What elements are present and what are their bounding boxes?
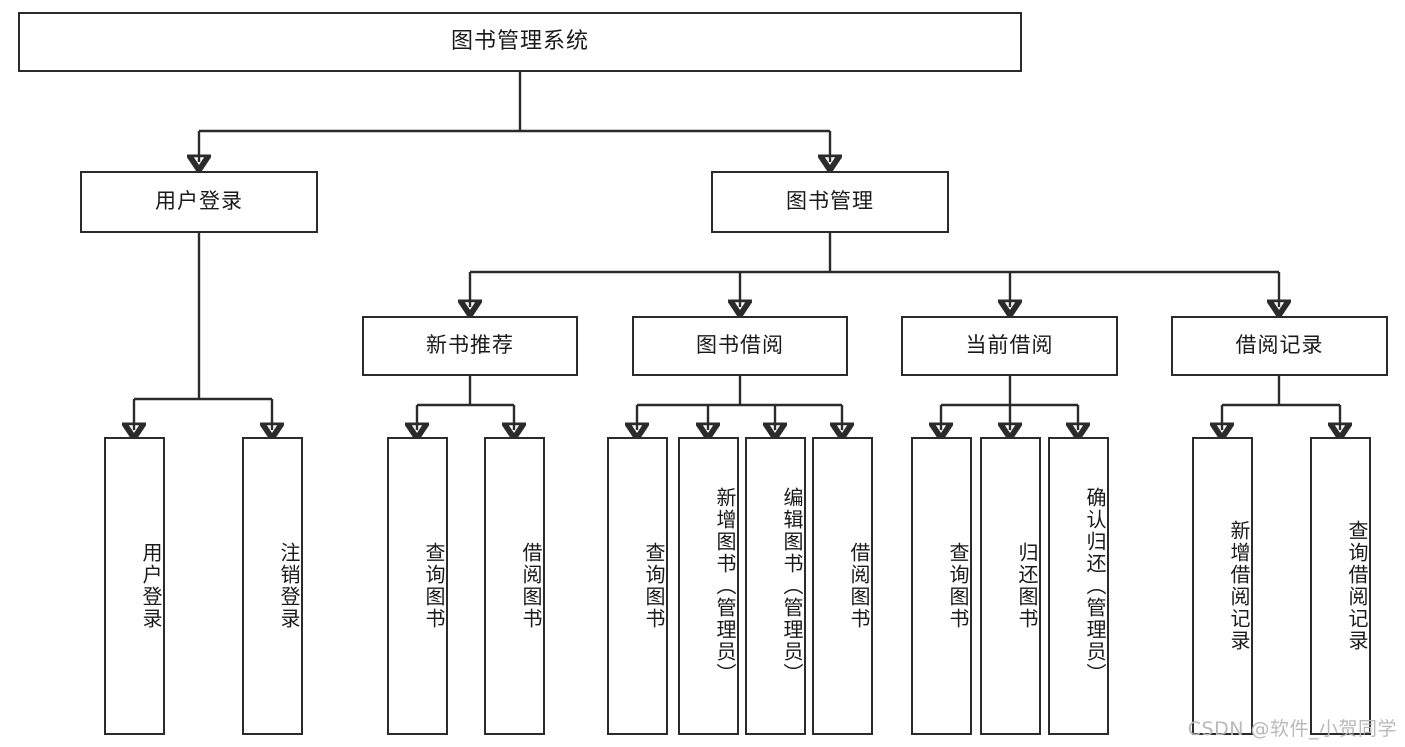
leaf-current-borrow-query[interactable]: 查询图书 (911, 437, 972, 735)
node-label: 图书借阅 (696, 333, 784, 358)
leaf-book-borrow-add[interactable]: 新增图书（管理员） (678, 437, 739, 735)
leaf-book-borrow-query[interactable]: 查询图书 (607, 437, 668, 735)
node-label: 查询图书 (946, 542, 970, 630)
node-label: 编辑图书（管理员） (780, 487, 804, 685)
leaf-book-borrow-edit[interactable]: 编辑图书（管理员） (745, 437, 806, 735)
node-label: 图书管理 (786, 189, 874, 214)
leaf-current-borrow-confirm-return[interactable]: 确认归还（管理员） (1048, 437, 1109, 735)
leaf-new-book-query[interactable]: 查询图书 (387, 437, 448, 735)
leaf-current-borrow-return[interactable]: 归还图书 (980, 437, 1041, 735)
node-label: 图书管理系统 (450, 28, 589, 54)
node-label: 借阅记录 (1235, 333, 1324, 358)
node-book-management[interactable]: 图书管理 (711, 171, 949, 233)
leaf-borrow-record-query[interactable]: 查询借阅记录 (1310, 437, 1371, 735)
node-new-book-recommend[interactable]: 新书推荐 (362, 316, 578, 376)
node-label: 查询图书 (422, 542, 446, 630)
node-label: 查询借阅记录 (1345, 520, 1369, 652)
leaf-borrow-record-add[interactable]: 新增借阅记录 (1192, 437, 1253, 735)
leaf-user-login-login[interactable]: 用户登录 (104, 437, 165, 735)
node-book-borrow[interactable]: 图书借阅 (632, 316, 848, 376)
node-label: 注销登录 (277, 542, 301, 630)
node-label: 查询图书 (642, 542, 666, 630)
node-root-system[interactable]: 图书管理系统 (18, 12, 1022, 72)
node-label: 确认归还（管理员） (1083, 487, 1107, 685)
node-label: 用户登录 (139, 542, 163, 630)
leaf-user-login-logout[interactable]: 注销登录 (242, 437, 303, 735)
node-label: 借阅图书 (847, 542, 871, 630)
node-label: 当前借阅 (965, 333, 1054, 358)
leaf-new-book-borrow[interactable]: 借阅图书 (484, 437, 545, 735)
node-current-borrow[interactable]: 当前借阅 (901, 316, 1118, 376)
node-label: 用户登录 (155, 189, 243, 214)
node-label: 归还图书 (1015, 542, 1039, 630)
node-user-login[interactable]: 用户登录 (80, 171, 318, 233)
node-label: 新书推荐 (426, 333, 514, 358)
leaf-book-borrow-borrow[interactable]: 借阅图书 (812, 437, 873, 735)
node-label: 借阅图书 (519, 542, 543, 630)
node-label: 新增借阅记录 (1227, 520, 1251, 652)
node-borrow-record[interactable]: 借阅记录 (1171, 316, 1388, 376)
node-label: 新增图书（管理员） (713, 487, 737, 685)
